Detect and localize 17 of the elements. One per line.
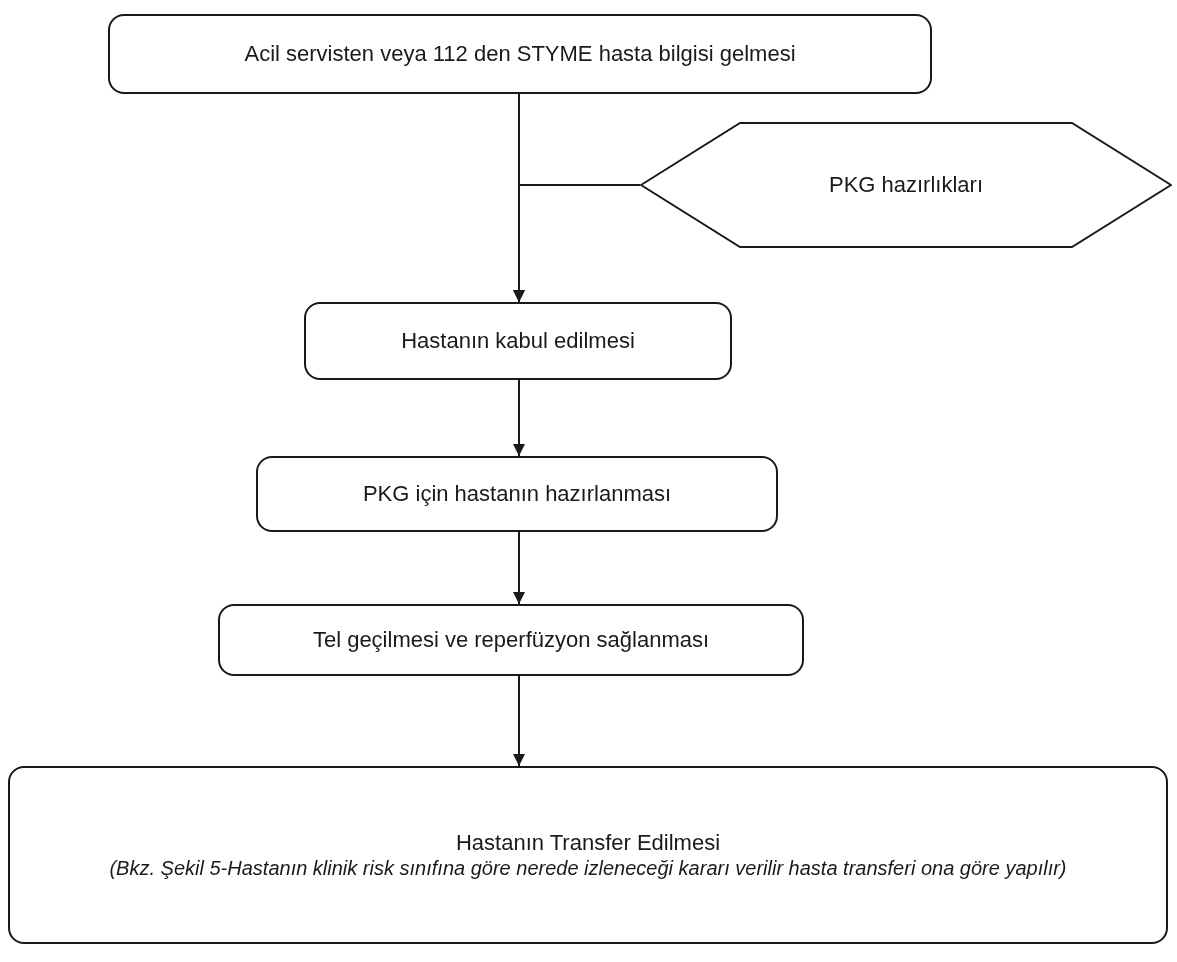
step-label: PKG hazırlıkları — [828, 171, 983, 199]
step-label: Acil servisten veya 112 den STYME hasta bilgisi gelmesi — [244, 40, 796, 68]
step-label: Hastanın kabul edilmesi — [401, 327, 635, 355]
arrow — [513, 675, 525, 767]
arrow — [513, 184, 641, 303]
process-box — [304, 302, 732, 380]
step-note: (Bkz. Şekil 5-Hastanın klinik risk sınıfına göre nerede izleneceği kararı verilir hasta transferi ona göre yapılır) — [109, 856, 1067, 881]
step-label: PKG için hastanın hazırlanması — [362, 480, 672, 508]
process-box — [218, 604, 804, 676]
process-box — [8, 766, 1168, 944]
hexagon-shape — [640, 122, 1172, 248]
arrow — [513, 379, 525, 457]
process-box — [108, 14, 932, 94]
step-label: Tel geçilmesi ve reperfüzyon sağlanması — [312, 626, 710, 654]
process-box — [256, 456, 778, 532]
step-label: Hastanın Transfer Edilmesi — [455, 829, 721, 857]
arrow — [513, 531, 525, 605]
